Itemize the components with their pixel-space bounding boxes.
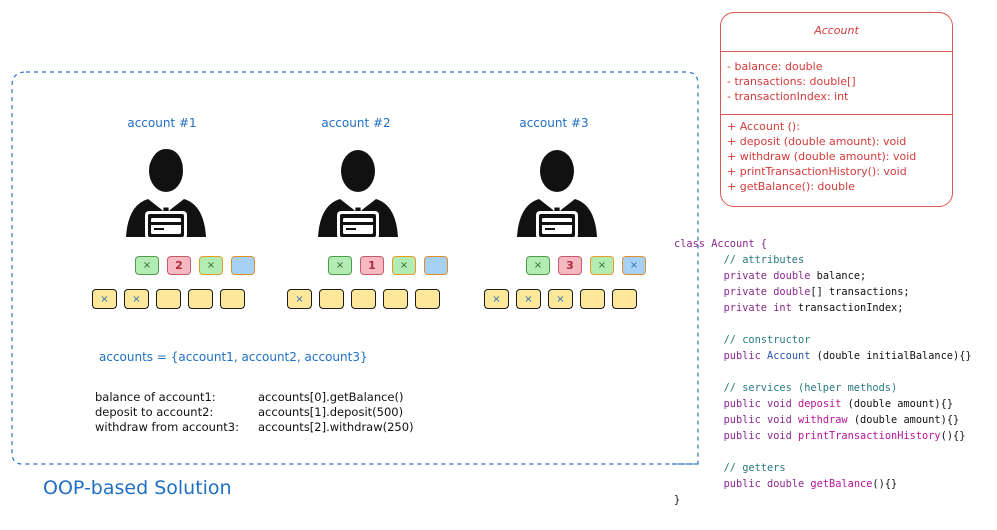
box-cell [424, 256, 448, 275]
code-comment: // getters [723, 462, 786, 474]
code-token: double [773, 270, 811, 282]
code-token: getBalance [810, 478, 873, 490]
box-cell: × [622, 256, 646, 275]
box-cell [188, 289, 213, 309]
operation-label: balance of account1: [95, 390, 216, 404]
operation-label: withdraw from account3: [95, 420, 239, 434]
code-token: public [723, 414, 761, 426]
code-token: [] transactions; [810, 286, 910, 298]
accounts-array-text: accounts = {account1, account2, account3… [99, 350, 368, 364]
transaction-boxes: × × × [484, 289, 637, 309]
account-title: account #3 [519, 116, 589, 130]
uml-method: + withdraw (double amount): void [727, 150, 917, 163]
box-cell [580, 289, 605, 309]
box-cell [612, 289, 637, 309]
code-token: public [723, 398, 761, 410]
transaction-boxes: × × [92, 289, 245, 309]
code-token: printTransactionHistory [798, 430, 941, 442]
box-cell: × [484, 289, 509, 309]
operation-label: deposit to account2: [95, 405, 214, 419]
operation-code: accounts[2].withdraw(250) [258, 420, 414, 434]
uml-attributes: - balance: double - transactions: double… [727, 59, 856, 104]
box-cell: × [392, 256, 416, 275]
box-cell: × [516, 289, 541, 309]
code-token: (double amount){} [853, 414, 960, 426]
uml-methods: + Account (): + deposit (double amount):… [727, 119, 916, 194]
box-cell [220, 289, 245, 309]
box-cell [231, 256, 255, 275]
code-token: private [723, 302, 768, 314]
transaction-boxes: × [287, 289, 440, 309]
code-token: (){} [872, 478, 898, 490]
uml-attribute: - balance: double [727, 60, 823, 73]
box-cell [383, 289, 408, 309]
box-cell: × [526, 256, 550, 275]
user-card-icon [517, 150, 597, 239]
box-cell: × [135, 256, 159, 275]
box-cell: 2 [167, 256, 191, 275]
box-cell: 1 [360, 256, 384, 275]
dashed-container [11, 71, 699, 465]
box-cell: × [548, 289, 573, 309]
code-token: withdraw [798, 414, 848, 426]
code-token: void [767, 430, 792, 442]
uml-class-name: Account [814, 24, 859, 37]
uml-divider [721, 51, 952, 52]
solution-title: OOP-based Solution [43, 477, 232, 499]
box-cell [351, 289, 376, 309]
code-token: public [723, 430, 761, 442]
code-token: deposit [798, 398, 842, 410]
uml-attribute: - transactions: double[] [727, 75, 856, 88]
code-line: class Account { [674, 238, 767, 250]
operation-code: accounts[0].getBalance() [258, 390, 404, 404]
box-cell [156, 289, 181, 309]
code-token: (double amount){} [847, 398, 954, 410]
uml-class-box: Account - balance: double - transactions… [720, 12, 953, 207]
operation-code: accounts[1].deposit(500) [258, 405, 404, 419]
account-title: account #1 [127, 116, 197, 130]
uml-method: + deposit (double amount): void [727, 135, 907, 148]
uml-method: + getBalance(): double [727, 180, 855, 193]
user-card-icon [126, 149, 206, 239]
box-cell: × [287, 289, 312, 309]
balance-boxes: × 2 × [135, 256, 255, 275]
user-card-icon [318, 150, 398, 239]
box-cell: × [328, 256, 352, 275]
code-token: double [773, 286, 811, 298]
uml-attribute: - transactionIndex: int [727, 90, 849, 103]
code-comment: // services (helper methods) [723, 382, 898, 394]
uml-divider [721, 114, 952, 115]
uml-method: + printTransactionHistory(): void [727, 165, 907, 178]
code-token: (double initialBalance){} [816, 350, 972, 362]
code-comment: // attributes [723, 254, 805, 266]
code-token: double [767, 478, 805, 490]
box-cell: 3 [558, 256, 582, 275]
box-cell: × [124, 289, 149, 309]
box-cell [319, 289, 344, 309]
uml-method: + Account (): [727, 120, 800, 133]
code-token: transactionIndex; [798, 302, 904, 314]
code-token: (){} [940, 430, 966, 442]
code-token: private [723, 270, 768, 282]
code-comment: // constructor [723, 334, 811, 346]
balance-boxes: × 1 × [328, 256, 448, 275]
box-cell: × [590, 256, 614, 275]
code-token: public [723, 350, 761, 362]
code-token: balance; [816, 270, 867, 282]
box-cell [415, 289, 440, 309]
balance-boxes: × 3 × × [526, 256, 646, 275]
code-token: void [767, 398, 792, 410]
code-token: void [767, 414, 792, 426]
code-token: Account [767, 350, 811, 362]
box-cell: × [199, 256, 223, 275]
code-token: private [723, 286, 768, 298]
box-cell: × [92, 289, 117, 309]
account-title: account #2 [321, 116, 391, 130]
code-line: } [674, 494, 681, 506]
code-block: class Account { // attributes private do… [674, 236, 972, 508]
code-token: int [773, 302, 792, 314]
code-token: public [723, 478, 761, 490]
